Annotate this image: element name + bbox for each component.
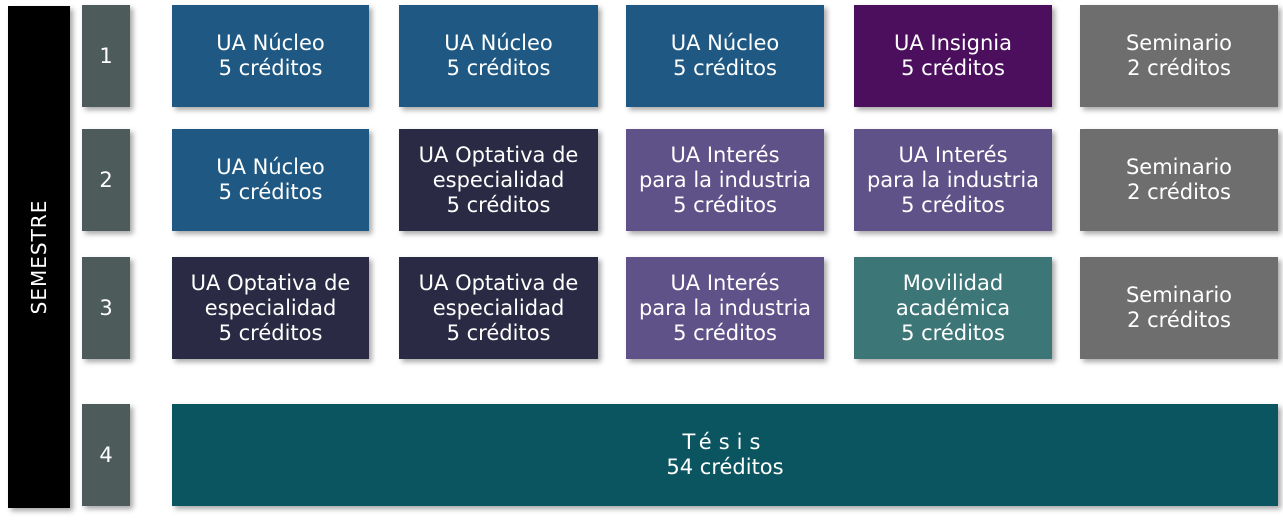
semester-number-2: 2 bbox=[82, 129, 130, 231]
course-cell-line: UA Interés bbox=[670, 142, 780, 167]
course-cell-line: 2 créditos bbox=[1127, 56, 1231, 80]
semester-axis-label: SEMESTRE bbox=[27, 199, 51, 315]
course-cell-line: Movilidad bbox=[902, 270, 1004, 295]
course-cell-line: 5 créditos bbox=[446, 192, 551, 217]
course-cell-line: 5 créditos bbox=[446, 56, 551, 80]
course-cell-line: Seminario bbox=[1125, 155, 1233, 179]
course-cell-line: 5 créditos bbox=[673, 56, 777, 80]
course-cell-line: 5 créditos bbox=[673, 192, 777, 217]
course-cell-line: para la industria bbox=[638, 295, 812, 320]
course-cell-line: 5 créditos bbox=[218, 180, 323, 204]
course-cell-line: 5 créditos bbox=[218, 56, 323, 80]
course-cell-line: UA Núcleo bbox=[670, 31, 780, 55]
course-cell-line: académica bbox=[895, 295, 1011, 320]
course-cell-line: UA Insignia bbox=[893, 31, 1013, 55]
course-cell-line: 5 créditos bbox=[446, 320, 551, 345]
semester-number-1: 1 bbox=[82, 5, 130, 107]
course-cell-line: UA Optativa de bbox=[190, 270, 351, 295]
course-cell-line: para la industria bbox=[638, 167, 812, 192]
semester-axis-bar: SEMESTRE bbox=[8, 6, 70, 508]
course-cell-line: UA Núcleo bbox=[216, 31, 325, 55]
course-cell-line: 2 créditos bbox=[1127, 180, 1231, 204]
course-cell-line: 5 créditos bbox=[901, 56, 1005, 80]
semester-number-4: 4 bbox=[82, 404, 130, 506]
course-cell-line: 5 créditos bbox=[901, 320, 1005, 345]
course-cell-line: UA Núcleo bbox=[216, 155, 325, 179]
course-cell-line: especialidad bbox=[432, 167, 565, 192]
course-cell-line: UA Núcleo bbox=[444, 31, 553, 55]
course-cell-line: 5 créditos bbox=[901, 192, 1005, 217]
tesis-title: Tésis bbox=[682, 430, 768, 454]
course-cell-line: UA Optativa de bbox=[418, 142, 579, 167]
course-cell-line: UA Interés bbox=[670, 270, 780, 295]
course-cell-line: 2 créditos bbox=[1127, 308, 1231, 332]
course-cell-line: para la industria bbox=[866, 167, 1040, 192]
semester-number-3: 3 bbox=[82, 257, 130, 359]
course-cell-line: UA Optativa de bbox=[418, 270, 579, 295]
course-cell-line: especialidad bbox=[204, 295, 337, 320]
course-cell-line: UA Interés bbox=[898, 142, 1008, 167]
course-cell-line: Seminario bbox=[1125, 283, 1233, 307]
tesis-credits: 54 créditos bbox=[666, 455, 784, 479]
course-cell-line: 5 créditos bbox=[673, 320, 777, 345]
course-cell-line: especialidad bbox=[432, 295, 565, 320]
course-cell-line: 5 créditos bbox=[218, 320, 323, 345]
course-cell-line: Seminario bbox=[1125, 31, 1233, 55]
